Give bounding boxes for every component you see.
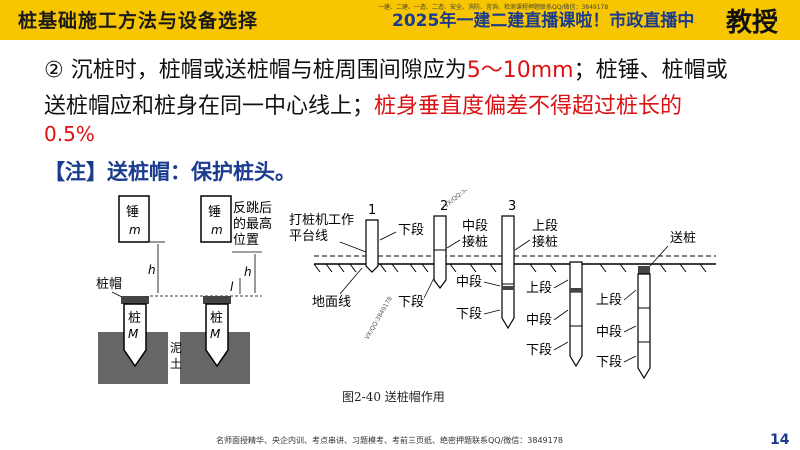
hammer-2-label: 锤	[208, 205, 221, 220]
stage-1-lower-label: 下段	[398, 223, 424, 238]
hammer-2-mass: m	[211, 223, 223, 237]
stage-2-pile	[433, 215, 447, 289]
stage-2-splice-1: 中段	[462, 219, 488, 234]
text-line-1: ② 沉桩时，桩帽或送桩帽与桩周围间隙应为5～10mm；桩锤、桩帽或	[44, 52, 728, 84]
cap-label: 桩帽	[96, 276, 122, 292]
rebound-label-1: 反跳后	[233, 201, 272, 216]
stage-2-number: 2	[440, 199, 448, 214]
pile-cap-1	[121, 296, 149, 304]
stage-3-middle-label: 中段	[456, 275, 482, 290]
note-text: 【注】送桩帽：保护桩头。	[44, 160, 296, 184]
watermark-2: VX/QQ:3849178	[364, 295, 394, 341]
stage-1-number: 1	[368, 203, 376, 218]
brand-text: 教授	[726, 8, 779, 38]
stage-2-lower-label: 下段	[398, 295, 424, 310]
hammer-2	[200, 195, 232, 243]
stage-3-splice-2: 接桩	[532, 234, 558, 250]
send-pile-label: 送桩	[670, 231, 696, 246]
stage-4-upper-label: 上段	[526, 281, 552, 296]
pile-1-label: 桩	[128, 311, 141, 326]
header-bar: 桩基础施工方法与设备选择 一建、二建、一造、二造、安全、消防、咨询、检测课程押题…	[0, 0, 800, 40]
pile-1-mass: M	[128, 327, 139, 341]
hammer-1-label: 锤	[126, 205, 139, 220]
platform-label-1: 打桩机工作	[289, 213, 354, 228]
rebound-label-3: 位置	[233, 233, 259, 248]
header-contact-text: 一建、二建、一造、二造、安全、消防、咨询、检测课程押题联系QQ/微信：38491…	[378, 4, 609, 11]
stage-5-pile	[637, 273, 651, 380]
l-label: l	[230, 280, 234, 294]
footer-bar: 名师面授精华、央企内训、考点串讲、习题模考、考前三页纸、绝密押题联系QQ/微信：…	[0, 432, 800, 450]
page-title: 桩基础施工方法与设备选择	[18, 10, 259, 32]
pile-2-label: 桩	[210, 311, 223, 326]
hammer-1-mass: m	[129, 223, 141, 237]
pile-cap-diagram: 锤 m 锤 m 反跳后 的最高 位置 h h l 桩帽 桩 M 桩 M 泥 土 …	[96, 190, 716, 384]
pile-2-mass: M	[210, 327, 221, 341]
h-label-2: h	[244, 265, 252, 279]
watermark-1: VX/QQ:3849178	[443, 190, 485, 210]
hammer-1	[118, 195, 150, 243]
stage-3-number: 3	[508, 199, 516, 214]
pile-1	[123, 303, 147, 368]
stage-5-middle-label: 中段	[596, 325, 622, 340]
stage-4-lower-label: 下段	[526, 343, 552, 358]
ground-label: 地面线	[312, 295, 351, 310]
stage-3-pile	[501, 215, 515, 330]
send-pile-cap	[638, 266, 650, 274]
stage-4-pile	[569, 261, 583, 368]
stage-1-pile	[365, 219, 379, 273]
pile-2	[205, 303, 229, 368]
rebound-label-2: 的最高	[233, 216, 272, 232]
footer-text: 名师面授精华、央企内训、考点串讲、习题模考、考前三页纸、绝密押题联系QQ/微信：…	[216, 436, 563, 445]
brand-logo: 教授	[718, 0, 800, 40]
stage-5-upper-label: 上段	[596, 293, 622, 308]
line1-suffix: ；桩锤、桩帽或	[573, 58, 728, 83]
text-line-3: 0.5%	[44, 122, 95, 146]
stage-3-lower-label: 下段	[456, 307, 482, 322]
h-label-1: h	[148, 263, 156, 277]
platform-label-2: 平台线	[289, 229, 328, 244]
soil-label-2: 土	[170, 357, 182, 371]
line2-prefix: 送桩帽应和桩身在同一中心线上；	[44, 94, 375, 119]
line2-emphasis: 桩身垂直度偏差不得超过桩长的	[374, 94, 683, 119]
stage-2-splice-2: 接桩	[462, 234, 488, 250]
text-line-2: 送桩帽应和桩身在同一中心线上；桩身垂直度偏差不得超过桩长的	[44, 88, 682, 120]
figure-caption: 图2-40 送桩帽作用	[342, 390, 445, 404]
gap-value: 5～10mm	[466, 58, 574, 83]
stage-3-splice-1: 上段	[532, 219, 558, 234]
live-banner: 2025年一建二建直播课啦！市政直播中	[392, 11, 695, 31]
soil-label-1: 泥	[170, 341, 182, 355]
pile-cap-2	[203, 296, 231, 304]
page-number: 14	[770, 432, 790, 448]
stage-5-lower-label: 下段	[596, 355, 622, 370]
line1-prefix: ② 沉桩时，桩帽或送桩帽与桩周围间隙应为	[44, 58, 467, 83]
stage-4-middle-label: 中段	[526, 313, 552, 328]
